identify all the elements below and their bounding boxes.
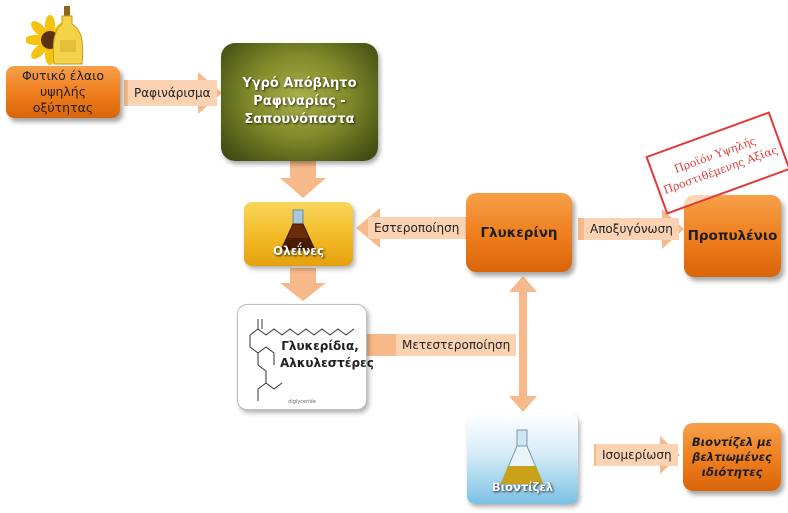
- node-propylene-label: Προπυλένιο: [687, 228, 778, 244]
- label-transesterification: Μετεστεροποίηση: [396, 334, 517, 356]
- node-oleins-label: Ολεΐνες: [272, 244, 325, 258]
- flask-icon: [500, 429, 544, 485]
- node-refinery-waste-label: Υγρό Απόβλητο Ραφιναρίας - Σαπουνόπαστα: [242, 76, 357, 127]
- label-refining: Ραφινάρισμα: [128, 80, 217, 106]
- node-propylene: Προπυλένιο: [684, 195, 781, 277]
- sunflower-oil-bottle-image: [26, 6, 84, 65]
- node-improved-biodiesel: Βιοντίζελ με βελτιωμένες ιδιότητες: [683, 423, 781, 491]
- node-glycerides: diglyceride Γλυκερίδια, Αλκυλεστέρες: [237, 304, 374, 410]
- label-deoxygenation: Αποξυγόνωση: [584, 218, 679, 240]
- node-glycerin: Γλυκερίνη: [466, 193, 572, 272]
- node-oleins: Ολεΐνες: [244, 202, 353, 266]
- label-isomerization: Ισομερίωση: [596, 444, 678, 466]
- node-improved-biodiesel-label: Βιοντίζελ με βελτιωμένες ιδιότητες: [691, 434, 773, 479]
- arrow-oleins-to-glycerides: [280, 268, 326, 301]
- node-biodiesel-label: Βιοντίζελ: [491, 480, 554, 494]
- node-vegetable-oil-label: Φυτικό έλαιο υψηλής οξύτητας: [21, 68, 105, 115]
- node-refinery-waste: Υγρό Απόβλητο Ραφιναρίας - Σαπουνόπαστα: [221, 43, 378, 161]
- molecule-structure-image: diglyceride: [249, 319, 355, 405]
- node-glycerides-label: Γλυκερίδια, Αλκυλεστέρες: [280, 339, 374, 370]
- node-vegetable-oil: Φυτικό έλαιο υψηλής οξύτητας: [6, 66, 120, 118]
- flask-icon: [280, 209, 316, 251]
- node-biodiesel: Βιοντίζελ: [467, 414, 578, 504]
- label-esterification: Εστεροποίηση: [368, 217, 466, 239]
- arrow-glycerin-biodiesel: [509, 276, 537, 412]
- node-glycerin-label: Γλυκερίνη: [480, 224, 558, 241]
- arrow-waste-to-oleins: [280, 156, 326, 198]
- glycerides-caption: diglyceride: [288, 399, 316, 405]
